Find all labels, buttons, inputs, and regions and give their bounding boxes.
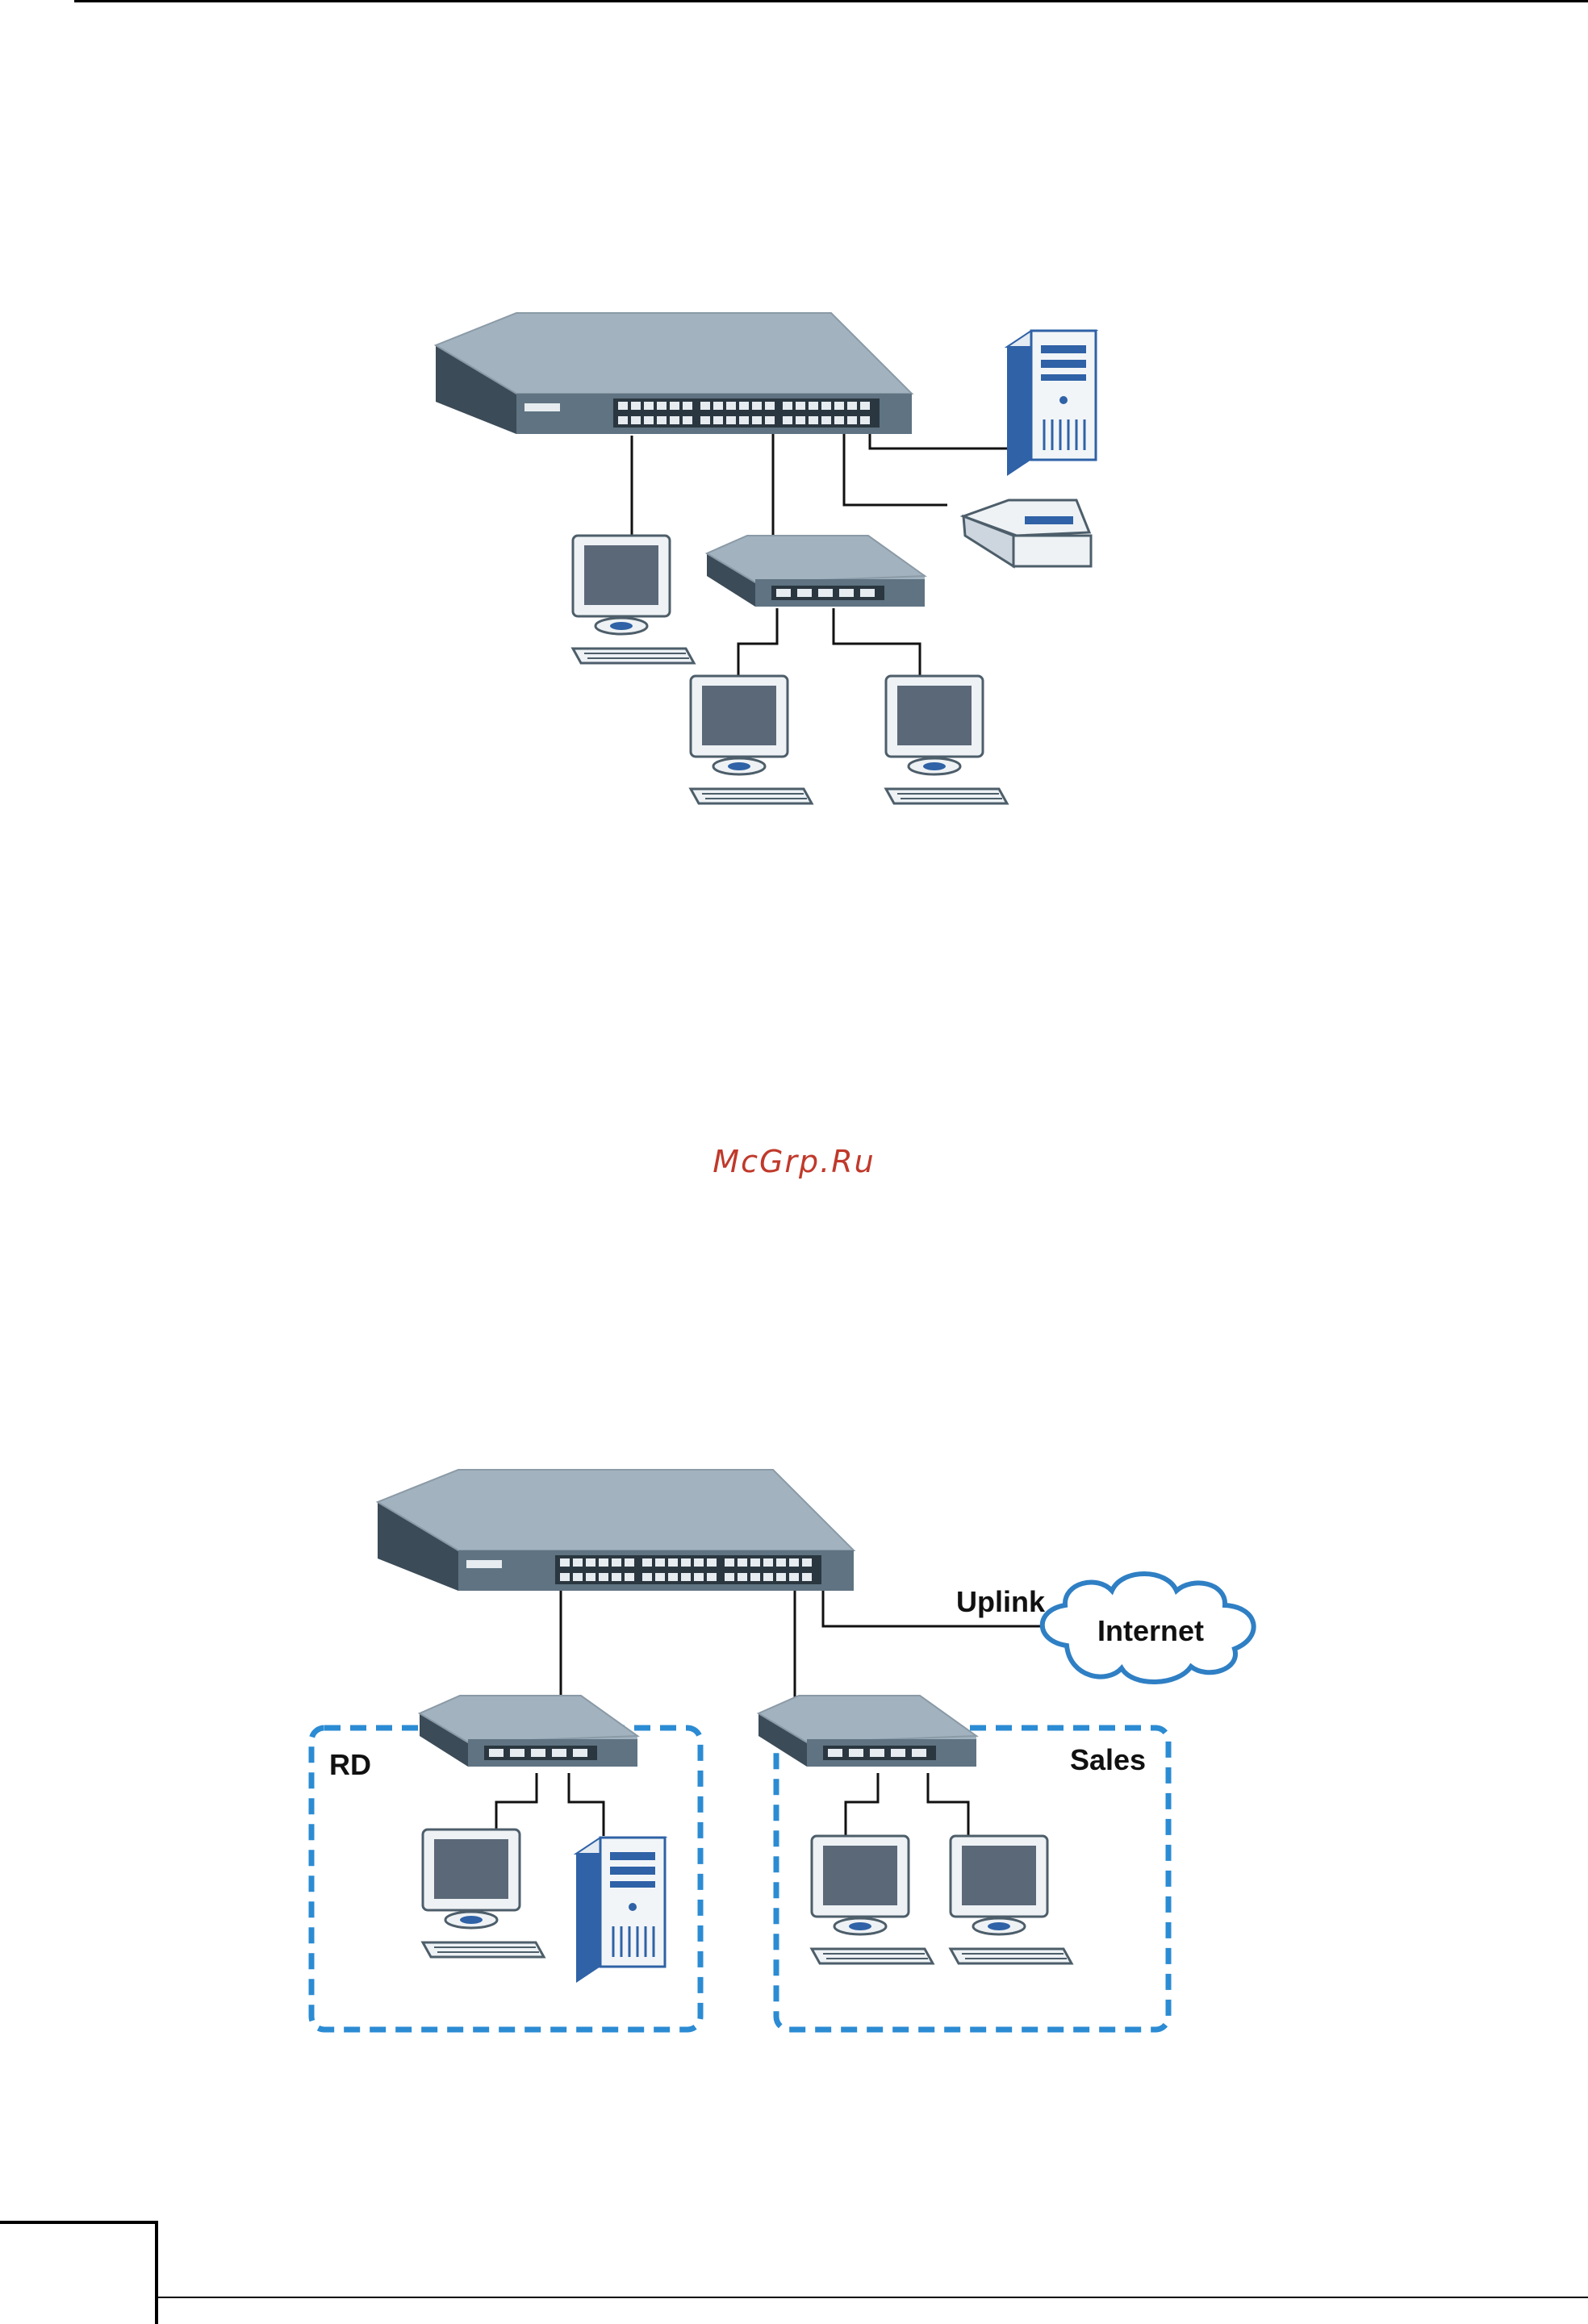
core-switch-icon [378, 1470, 854, 1591]
watermark-text: McGrp.Ru [0, 1144, 1588, 1179]
figure-2: Uplink Internet RD Sales [307, 1452, 1275, 2041]
footer-rule [158, 2297, 1588, 2298]
uplink-label: Uplink [956, 1585, 1046, 1618]
vlan-rd-label: RD [329, 1748, 371, 1781]
server-tower-icon [1007, 331, 1096, 476]
figure-1 [289, 313, 1105, 807]
server-tower-icon [576, 1838, 665, 1983]
core-switch-icon [436, 313, 912, 434]
internet-label: Internet [1097, 1614, 1204, 1647]
page-number-box [0, 2221, 158, 2324]
vlan-sales-label: Sales [1070, 1743, 1146, 1776]
